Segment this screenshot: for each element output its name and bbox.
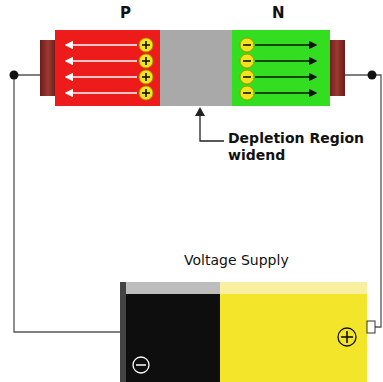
- hole-charge: [139, 38, 153, 52]
- hole-charge: [139, 70, 153, 84]
- hole-charge: [139, 86, 153, 100]
- battery-terminal: [367, 321, 375, 333]
- region-label: N: [272, 4, 285, 22]
- minus-mark: [243, 44, 251, 46]
- hole-motion-arrow: [66, 76, 137, 77]
- plus-mark: [145, 89, 147, 97]
- n-region: [232, 30, 330, 106]
- electron-charge: [240, 86, 254, 100]
- battery-minus-sign: [133, 357, 149, 373]
- metal-contact: [40, 40, 56, 96]
- battery-plus-sign: [338, 328, 356, 346]
- plus-mark: [145, 57, 147, 65]
- battery-positive-half: [220, 282, 367, 382]
- battery-band: [120, 282, 220, 294]
- plus-mark: [145, 41, 147, 49]
- metal-contact: [329, 40, 345, 96]
- terminal-dot: [368, 71, 377, 80]
- minus-mark: [243, 60, 251, 62]
- hole-charge: [139, 54, 153, 68]
- hole-motion-arrow: [66, 92, 137, 93]
- battery-band: [220, 282, 367, 294]
- battery-negative-half: [120, 282, 220, 382]
- electron-motion-arrow: [255, 92, 316, 93]
- hole-motion-arrow: [66, 60, 137, 61]
- terminal-dot: [10, 71, 19, 80]
- minus-mark: [243, 76, 251, 78]
- plus-mark: [145, 73, 147, 81]
- electron-charge: [240, 70, 254, 84]
- region-label: P: [120, 4, 131, 22]
- electron-motion-arrow: [255, 44, 316, 45]
- charge-carriers: [66, 38, 316, 100]
- p-region: [55, 30, 160, 106]
- electron-motion-arrow: [255, 76, 316, 77]
- hole-motion-arrow: [66, 44, 137, 45]
- electron-motion-arrow: [255, 60, 316, 61]
- minus-mark: [243, 92, 251, 94]
- leader-arrow: [195, 107, 205, 116]
- wires: [14, 75, 381, 332]
- electron-charge: [240, 54, 254, 68]
- callout-label: Depletion Region widend: [228, 130, 376, 164]
- battery-label: Voltage Supply: [184, 252, 289, 269]
- depletion-region: [160, 30, 232, 106]
- battery-edge: [120, 282, 126, 382]
- electron-charge: [240, 38, 254, 52]
